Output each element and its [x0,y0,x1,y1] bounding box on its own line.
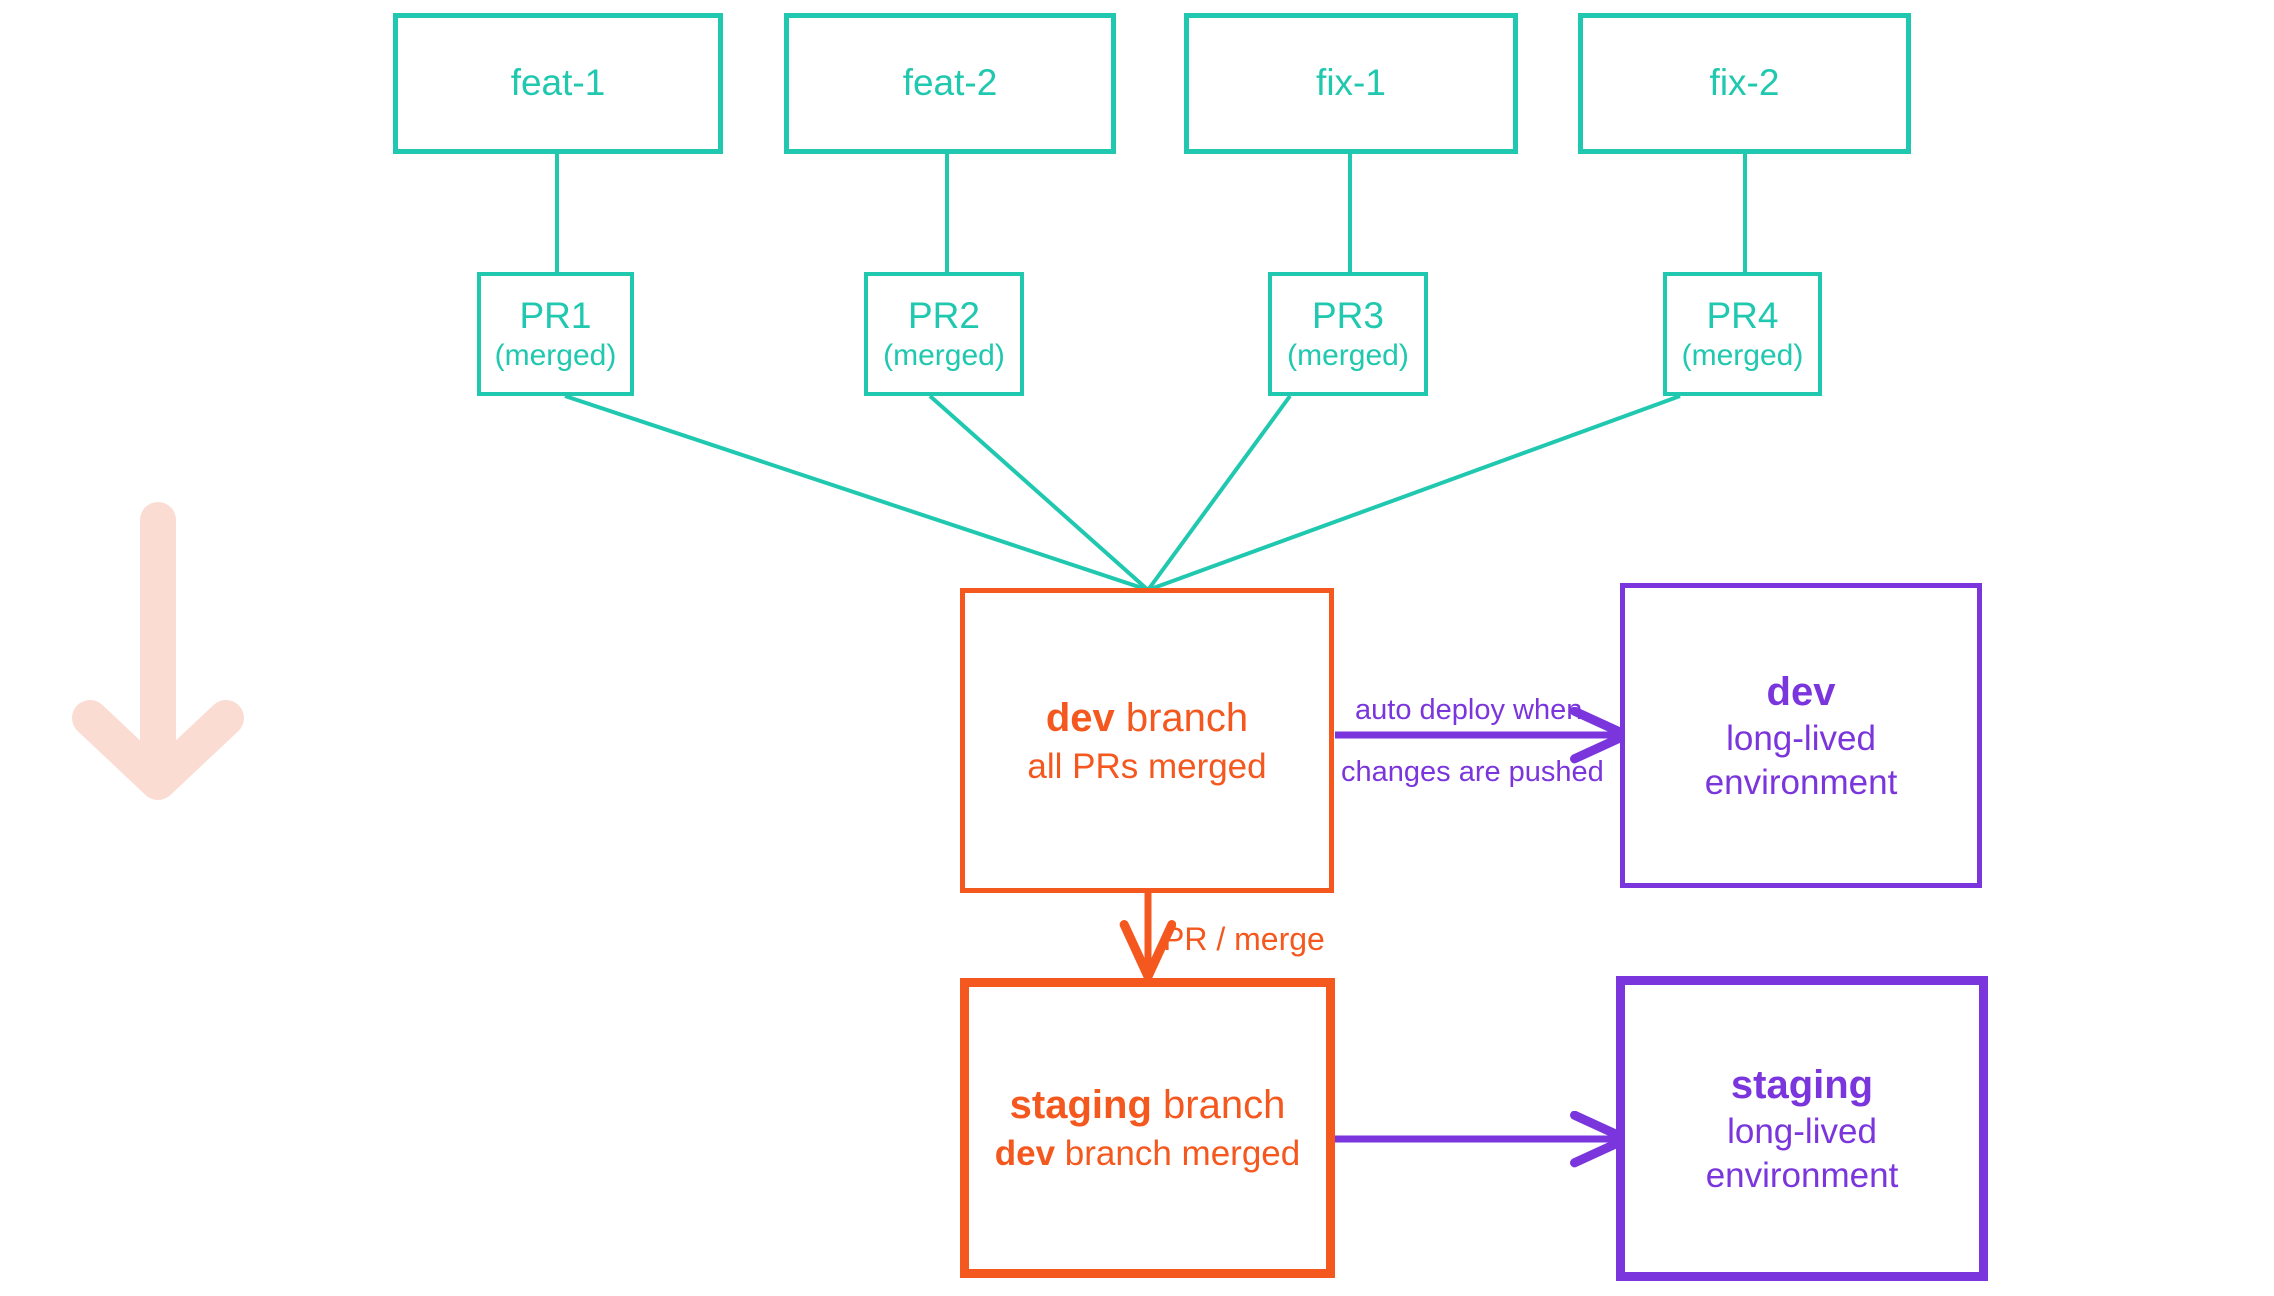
dev-environment-line2: long-lived [1726,718,1876,758]
branch-label: feat-2 [902,62,998,104]
branch-box-feat-1[interactable]: feat-1 [393,13,723,154]
pr-status: (merged) [1681,338,1804,372]
branch-box-feat-2[interactable]: feat-2 [784,13,1116,154]
staging-branch-subtitle: dev branch merged [995,1131,1300,1177]
pr-name: PR3 [1312,295,1384,337]
dev-environment-name: dev [1766,669,1836,714]
staging-environment-line2: long-lived [1727,1111,1877,1151]
pr-to-dev-connectors [564,394,1681,592]
pr-merge-label: PR / merge [1163,921,1325,957]
auto-deploy-label-line1: auto deploy when [1355,694,1583,726]
dev-branch-subtitle: all PRs merged [1027,746,1267,786]
branch-label: fix-2 [1709,62,1780,104]
downward-flow-arrow-icon [72,502,244,800]
pr-name: PR4 [1706,295,1779,337]
pr-status: (merged) [883,338,1005,372]
dev-branch-title: dev branch [1046,692,1248,744]
pr-box-pr1[interactable]: PR1 (merged) [477,272,634,396]
branch-label: fix-1 [1316,62,1386,104]
staging-branch-title-strong: staging [1009,1083,1152,1128]
staging-branch-title: staging branch [1010,1079,1286,1131]
pr-name: PR2 [908,295,980,337]
branch-box-fix-2[interactable]: fix-2 [1578,13,1911,154]
pr-name: PR1 [519,295,592,337]
dev-environment-line3: environment [1704,762,1898,802]
staging-environment-name: staging [1730,1062,1874,1107]
branch-box-fix-1[interactable]: fix-1 [1184,13,1518,154]
branch-label: feat-1 [510,62,606,104]
auto-deploy-label-line2: changes are pushed [1341,756,1604,788]
pr-box-pr2[interactable]: PR2 (merged) [864,272,1024,396]
branch-to-pr-connectors [555,154,1747,274]
dev-branch-title-rest: branch [1114,695,1249,740]
staging-environment-box[interactable]: staging long-lived environment [1616,976,1988,1281]
pr-status: (merged) [1287,338,1409,372]
staging-environment-line3: environment [1705,1155,1899,1195]
dev-branch-title-strong: dev [1045,695,1115,740]
staging-branch-subtitle-strong: dev [994,1134,1056,1174]
pr-box-pr3[interactable]: PR3 (merged) [1268,272,1428,396]
pr-box-pr4[interactable]: PR4 (merged) [1663,272,1822,396]
staging-branch-title-rest: branch [1151,1083,1286,1128]
pr-status: (merged) [494,338,617,372]
dev-branch-box[interactable]: dev branch all PRs merged [960,588,1334,893]
dev-environment-box[interactable]: dev long-lived environment [1620,583,1982,888]
staging-branch-subtitle-rest: branch merged [1055,1134,1301,1174]
staging-branch-box[interactable]: staging branch dev branch merged [960,978,1335,1278]
